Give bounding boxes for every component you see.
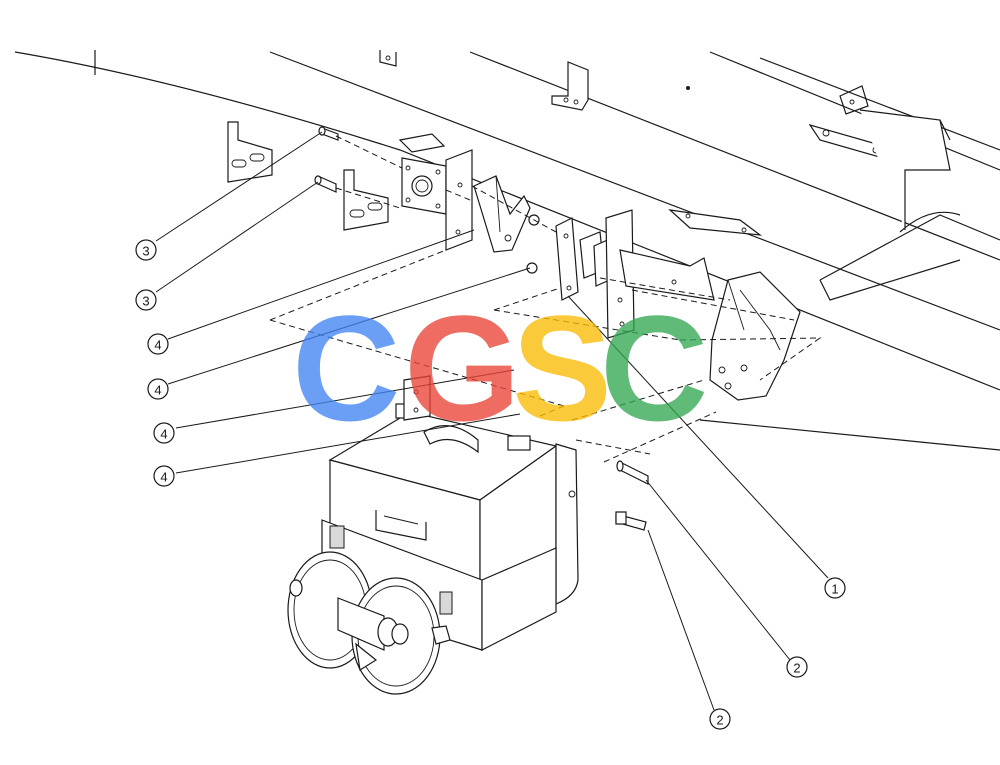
callout-label: 3 — [142, 294, 149, 309]
watermark-letter: C — [292, 284, 400, 452]
trailer-frame — [14, 50, 1000, 451]
callout-label: 4 — [154, 338, 161, 353]
callout-bubble: 4 — [153, 422, 175, 444]
alignment-lines — [269, 135, 822, 463]
mounting-plate-left — [398, 133, 473, 251]
cable-reel-box — [287, 375, 579, 695]
vertical-bar-part-1 — [555, 217, 579, 301]
nut-part-4 — [526, 214, 540, 274]
v-guide-bracket-left — [473, 175, 531, 253]
callout-label: 3 — [142, 244, 149, 259]
callout-label: 2 — [716, 713, 723, 728]
callout-bubble: 4 — [153, 465, 175, 487]
channel-plates — [579, 209, 715, 339]
callout-bubble: 4 — [147, 378, 169, 400]
callout-label: 4 — [160, 427, 167, 442]
v-guide-bracket-right — [709, 271, 801, 401]
callout-bubble: 2 — [709, 708, 731, 730]
bolt-part-3 — [318, 126, 339, 141]
bolt-part-2 — [616, 460, 649, 485]
callout-bubble: 3 — [135, 239, 157, 261]
watermark-logo: C G S C — [292, 284, 708, 452]
watermark-letter: G — [404, 284, 521, 452]
bolt-part-2 — [615, 511, 647, 531]
watermark-letter: S — [512, 284, 612, 452]
callout-label: 4 — [160, 470, 167, 485]
leader-lines — [155, 131, 829, 711]
callout-label: 4 — [154, 383, 161, 398]
callout-bubble: 4 — [147, 333, 169, 355]
callout-label: 2 — [793, 661, 800, 676]
callout-bubble: 3 — [135, 289, 157, 311]
bolt-part-3 — [314, 175, 337, 193]
center-slotted-bracket — [343, 169, 389, 231]
left-slotted-bracket — [227, 121, 273, 183]
watermark-letter: C — [600, 284, 708, 452]
callout-label: 1 — [831, 582, 838, 597]
callout-bubble: 1 — [824, 577, 846, 599]
callout-bubble: 2 — [786, 656, 808, 678]
